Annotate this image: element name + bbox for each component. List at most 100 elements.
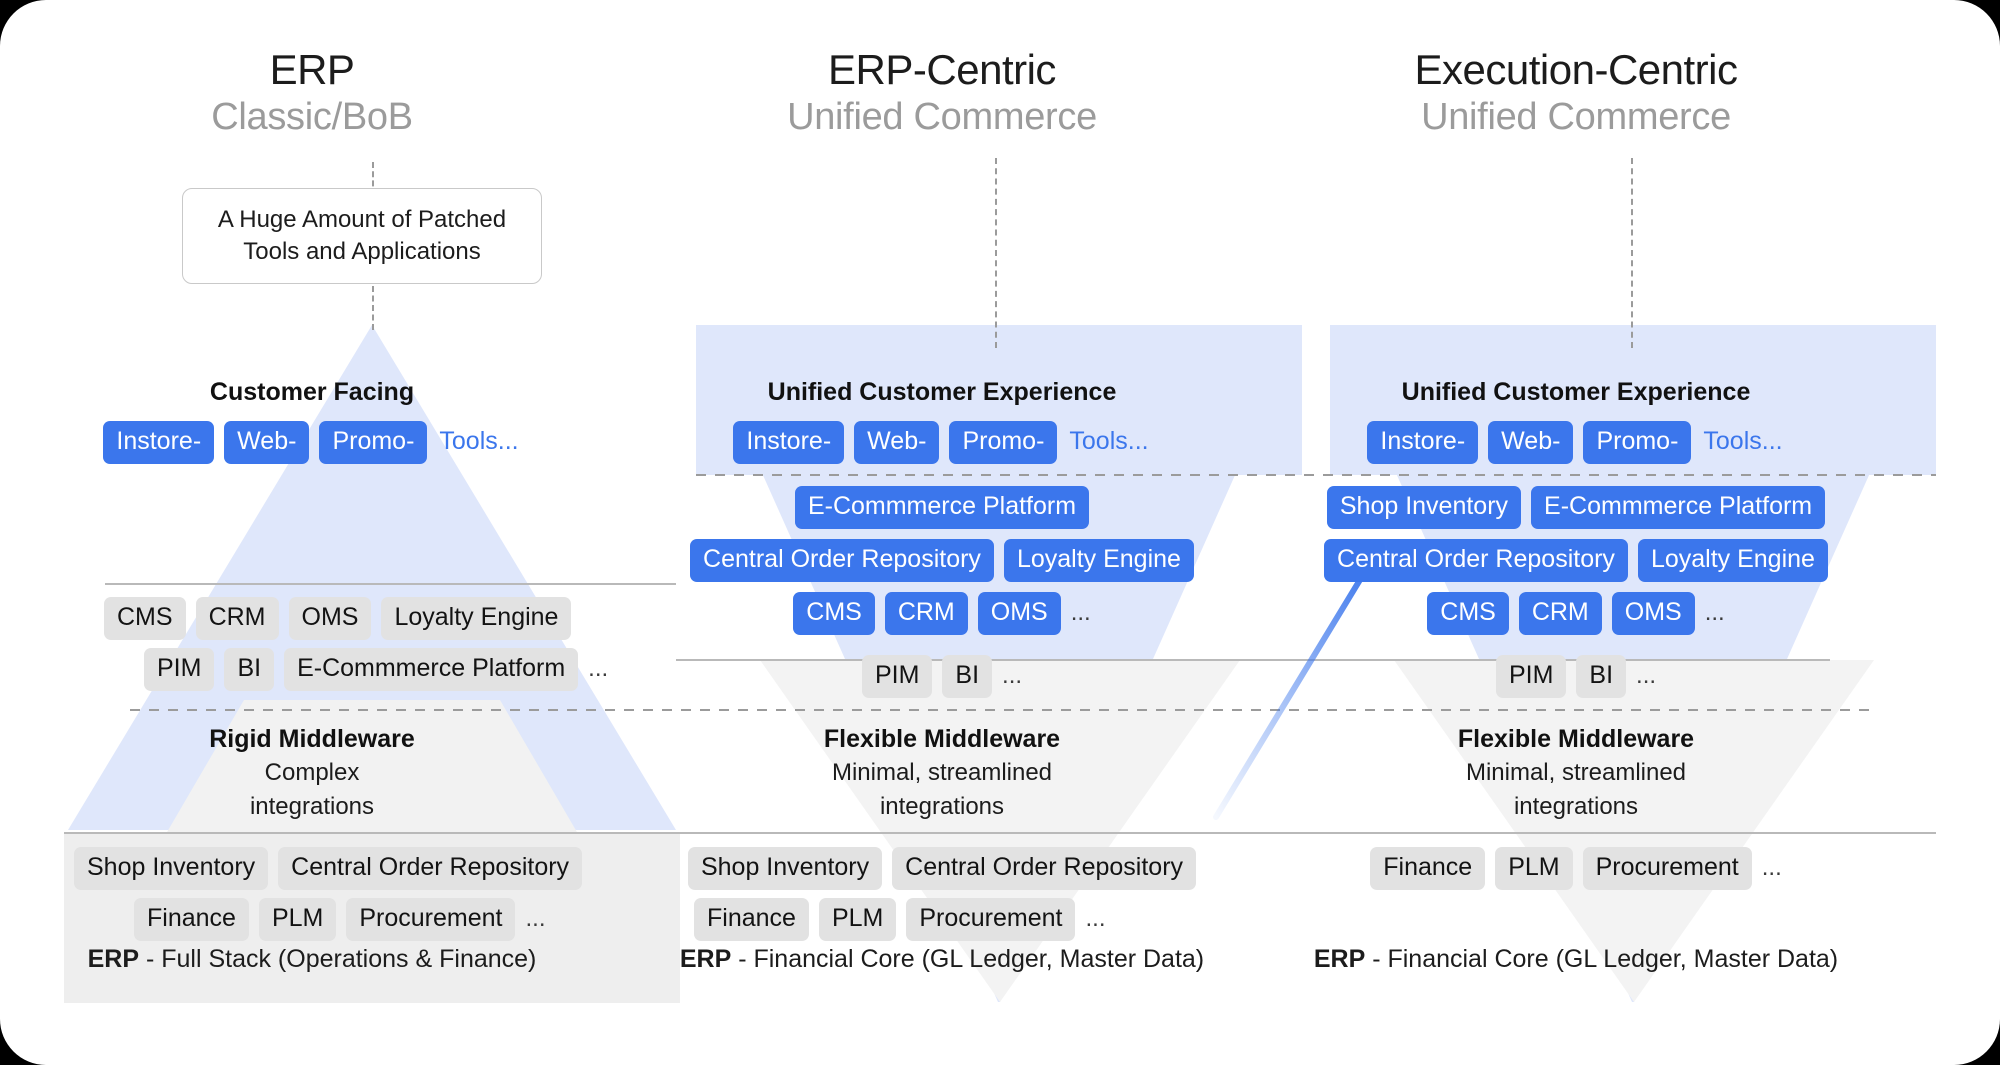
chip-crm[interactable]: CRM <box>1518 592 1602 635</box>
chip-more-ellipsis: ... <box>588 654 609 682</box>
col2-gray-row: PIM BI ... <box>632 655 1252 698</box>
chip-instore[interactable]: Instore- <box>733 421 845 464</box>
chip-oms[interactable]: OMS <box>1611 592 1695 635</box>
chip-oms[interactable]: OMS <box>977 592 1061 635</box>
col1-header: ERP Classic/BoB <box>2 46 622 140</box>
chip-promo[interactable]: Promo- <box>1583 421 1692 464</box>
chip-finance[interactable]: Finance <box>694 898 809 941</box>
chip-instore[interactable]: Instore- <box>1367 421 1479 464</box>
col1-erp-row-1: Shop Inventory Central Order Repository <box>2 847 622 890</box>
col3-erp-caption: ERP - Financial Core (GL Ledger, Master … <box>1266 945 1886 974</box>
col1-dashed-connector-2 <box>372 286 374 330</box>
col3-header: Execution-Centric Unified Commerce <box>1266 46 1886 140</box>
col2-blue-row-2: Central Order Repository Loyalty Engine <box>632 539 1252 582</box>
chip-central-order-repository[interactable]: Central Order Repository <box>892 847 1197 890</box>
chip-web[interactable]: Web- <box>854 421 940 464</box>
chip-crm[interactable]: CRM <box>884 592 968 635</box>
col3-top-chip-row: Instore- Web- Promo- Tools... <box>1266 421 1886 464</box>
chip-cms[interactable]: CMS <box>793 592 875 635</box>
chip-cms[interactable]: CMS <box>104 597 186 640</box>
col1-note-box: A Huge Amount of Patched Tools and Appli… <box>182 188 542 284</box>
col2-title: ERP-Centric <box>828 46 1056 93</box>
chip-promo[interactable]: Promo- <box>319 421 428 464</box>
col3-erp-row-1: Finance PLM Procurement ... <box>1266 847 1886 890</box>
chip-finance[interactable]: Finance <box>1370 847 1486 890</box>
chip-more-ellipsis: ... <box>525 904 546 932</box>
col3-dashed-connector <box>1631 158 1633 348</box>
chip-bi[interactable]: BI <box>1576 655 1627 698</box>
col2-dashed-connector <box>995 158 997 348</box>
chip-more-ellipsis: ... <box>1070 598 1091 626</box>
chip-ecommerce-platform[interactable]: E-Commmerce Platform <box>794 486 1090 529</box>
col1-title: ERP <box>269 46 355 93</box>
chip-plm[interactable]: PLM <box>818 898 897 941</box>
chip-pim[interactable]: PIM <box>861 655 933 698</box>
col3-blue-row-2: Central Order Repository Loyalty Engine <box>1266 539 1886 582</box>
col2-blue-row-3: CMS CRM OMS ... <box>632 592 1252 635</box>
chip-loyalty-engine[interactable]: Loyalty Engine <box>1003 539 1194 582</box>
col3-subtitle: Unified Commerce <box>1421 96 1731 139</box>
chip-central-order-repository[interactable]: Central Order Repository <box>1324 539 1628 582</box>
chip-promo[interactable]: Promo- <box>949 421 1058 464</box>
chip-finance[interactable]: Finance <box>134 898 249 941</box>
chip-more-ellipsis: ... <box>1085 904 1106 932</box>
chip-procurement[interactable]: Procurement <box>906 898 1076 941</box>
col1-erp-caption-bold: ERP <box>87 945 140 973</box>
chip-tools-more[interactable]: Tools... <box>1069 427 1149 455</box>
chip-web[interactable]: Web- <box>224 421 310 464</box>
chip-bi[interactable]: BI <box>224 648 275 691</box>
col2-erp-row-2: Finance PLM Procurement ... <box>632 898 1252 941</box>
chip-procurement[interactable]: Procurement <box>1582 847 1752 890</box>
col3-title: Execution-Centric <box>1414 46 1738 93</box>
chip-tools-more[interactable]: Tools... <box>1703 427 1783 455</box>
col2-gray-funnel <box>760 660 1240 1002</box>
order-flow-gradient-line <box>1213 557 1375 820</box>
col2-erp-caption-bold: ERP <box>679 945 732 973</box>
col2-layer-label-unified-cx: Unified Customer Experience <box>767 378 1117 406</box>
chip-bi[interactable]: BI <box>942 655 993 698</box>
chip-ecommerce-platform[interactable]: E-Commmerce Platform <box>1531 486 1826 529</box>
col2-middleware-sub-2: integrations <box>879 793 1005 820</box>
chip-tools-more[interactable]: Tools... <box>439 427 519 455</box>
col3-middleware-sub-1: Minimal, streamlined <box>1465 759 1687 786</box>
chip-crm[interactable]: CRM <box>195 597 279 640</box>
chip-shop-inventory[interactable]: Shop Inventory <box>687 847 883 890</box>
col1-blue-triangle <box>68 325 676 830</box>
column-erp-classic: ERP Classic/BoB A Huge Amount of Patched… <box>2 0 622 1065</box>
chip-cms[interactable]: CMS <box>1427 592 1509 635</box>
col3-erp-caption-rest: - Financial Core (GL Ledger, Master Data… <box>1365 945 1839 973</box>
chip-procurement[interactable]: Procurement <box>346 898 516 941</box>
chip-shop-inventory[interactable]: Shop Inventory <box>74 847 269 890</box>
col2-middleware-title: Flexible Middleware <box>823 725 1061 753</box>
col3-middleware-sub-2: integrations <box>1513 793 1639 820</box>
chip-ecommerce-platform[interactable]: E-Commmerce Platform <box>284 648 579 691</box>
chip-pim[interactable]: PIM <box>1495 655 1567 698</box>
chip-central-order-repository[interactable]: Central Order Repository <box>690 539 994 582</box>
col3-middleware-title: Flexible Middleware <box>1457 725 1695 753</box>
col1-mid-row-2: PIM BI E-Commmerce Platform ... <box>2 648 622 691</box>
col2-subtitle: Unified Commerce <box>787 96 1097 139</box>
chip-loyalty-engine[interactable]: Loyalty Engine <box>1637 539 1828 582</box>
col1-subtitle: Classic/BoB <box>211 96 413 139</box>
chip-more-ellipsis: ... <box>1761 853 1782 881</box>
chip-more-ellipsis: ... <box>1002 661 1023 689</box>
chip-oms[interactable]: OMS <box>288 597 372 640</box>
chip-plm[interactable]: PLM <box>1495 847 1573 890</box>
col1-top-chip-row: Instore- Web- Promo- Tools... <box>2 421 622 464</box>
chip-web[interactable]: Web- <box>1488 421 1574 464</box>
col2-erp-caption-rest: - Financial Core (GL Ledger, Master Data… <box>731 945 1205 973</box>
chip-loyalty-engine[interactable]: Loyalty Engine <box>381 597 572 640</box>
col2-erp-caption: ERP - Financial Core (GL Ledger, Master … <box>632 945 1252 974</box>
chip-pim[interactable]: PIM <box>144 648 215 691</box>
chip-plm[interactable]: PLM <box>258 898 337 941</box>
column-execution-centric: Execution-Centric Unified Commerce Unifi… <box>1266 0 1886 1065</box>
col1-erp-row-2: Finance PLM Procurement ... <box>2 898 622 941</box>
chip-instore[interactable]: Instore- <box>103 421 215 464</box>
col2-top-chip-row: Instore- Web- Promo- Tools... <box>632 421 1252 464</box>
chip-central-order-repository[interactable]: Central Order Repository <box>278 847 583 890</box>
col2-erp-row-1: Shop Inventory Central Order Repository <box>632 847 1252 890</box>
col2-blue-row-1: E-Commmerce Platform <box>632 486 1252 529</box>
chip-shop-inventory[interactable]: Shop Inventory <box>1326 486 1522 529</box>
col3-layer-label-unified-cx: Unified Customer Experience <box>1401 378 1751 406</box>
